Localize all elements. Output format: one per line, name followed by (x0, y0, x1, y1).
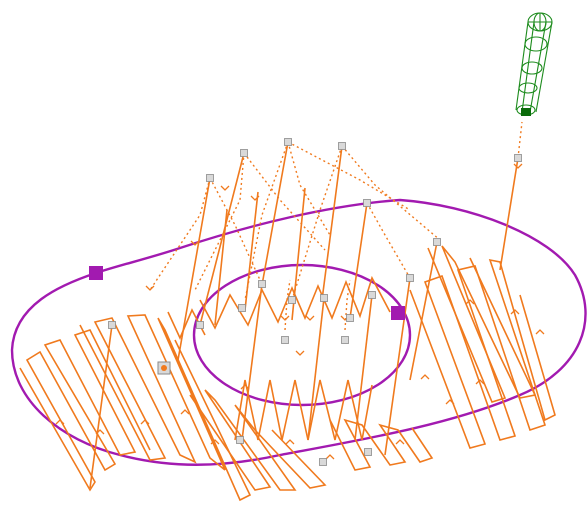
plunge-line[interactable] (349, 202, 368, 319)
rapid-move-path[interactable] (194, 152, 245, 291)
point-marker-icon[interactable] (108, 321, 116, 329)
zigzag-pass-left-outer[interactable] (19, 329, 151, 492)
zigzag-pass-right-upper[interactable] (427, 245, 537, 403)
point-marker-icon[interactable] (258, 280, 266, 288)
boundary-marker-layer (89, 266, 405, 320)
point-marker-icon[interactable] (319, 458, 327, 466)
zigzag-toolpath-layer (19, 245, 556, 502)
arrow-chevron-icon (325, 454, 335, 460)
plunge-line[interactable] (409, 241, 438, 381)
arrow-chevron-icon (210, 439, 220, 445)
plunge-line[interactable] (261, 141, 289, 286)
point-marker-icon[interactable] (196, 321, 204, 329)
plunge-line[interactable] (177, 177, 211, 361)
plunge-line[interactable] (384, 277, 411, 456)
point-marker-icon[interactable] (236, 436, 244, 444)
plunge-line[interactable] (241, 283, 263, 441)
square-marker-icon[interactable] (391, 306, 405, 320)
arrow-chevron-icon (180, 409, 190, 415)
rapid-move-path[interactable] (287, 141, 331, 236)
arrow-chevron-icon (250, 195, 260, 201)
point-marker-icon[interactable] (320, 294, 328, 302)
zigzag-pass-left-inner[interactable] (79, 314, 252, 502)
square-marker-icon[interactable] (89, 266, 103, 280)
zigzag-pass-right[interactable] (409, 258, 556, 449)
point-marker-icon[interactable] (281, 336, 289, 344)
arrow-chevron-icon (280, 315, 290, 321)
rapid-move-layer (149, 121, 523, 331)
point-marker-icon[interactable] (514, 154, 522, 162)
arrow-chevron-icon (445, 399, 455, 405)
rapid-move-path[interactable] (517, 121, 523, 159)
plunge-line[interactable] (199, 152, 245, 326)
point-marker-icon[interactable] (346, 314, 354, 322)
arrow-chevron-icon (305, 315, 315, 321)
arrow-chevron-icon (395, 439, 405, 445)
plunge-line[interactable] (244, 191, 259, 311)
zigzag-pass-center-upper[interactable] (199, 275, 391, 330)
arrow-chevron-icon (145, 285, 155, 291)
arrow-chevron-icon (513, 163, 523, 169)
arrow-chevron-icon (475, 379, 485, 385)
plunge-line[interactable] (499, 157, 519, 271)
entry-point-marker[interactable] (157, 361, 171, 375)
point-marker-icon[interactable] (206, 174, 214, 182)
arrow-chevron-icon (95, 429, 105, 435)
arrow-chevron-icon (535, 329, 545, 335)
point-marker-icon[interactable] (338, 142, 346, 150)
zigzag-pass-bottom-right[interactable] (329, 418, 434, 471)
arrow-chevron-icon (140, 419, 150, 425)
cutter-tool-icon[interactable] (515, 12, 553, 116)
plunge-line[interactable] (89, 324, 113, 489)
boundary-layer (10, 198, 587, 466)
rapid-move-path[interactable] (341, 145, 441, 241)
plunge-line[interactable] (307, 297, 325, 441)
rapid-move-path[interactable] (291, 145, 343, 301)
point-marker-icon[interactable] (433, 238, 441, 246)
point-marker-icon[interactable] (238, 304, 246, 312)
point-marker-icon[interactable] (341, 336, 349, 344)
arrow-chevron-icon (295, 350, 305, 356)
rapid-move-path[interactable] (366, 202, 411, 279)
arrow-chevron-icon (55, 419, 65, 425)
arrow-chevron-icon (240, 384, 250, 390)
point-marker-icon[interactable] (288, 296, 296, 304)
direction-arrow-layer (55, 163, 545, 460)
rapid-move-path[interactable] (209, 177, 261, 281)
point-marker-icon[interactable] (240, 149, 248, 157)
arrow-chevron-icon (220, 185, 230, 191)
rapid-move-path[interactable] (244, 141, 289, 301)
point-marker-icon[interactable] (406, 274, 414, 282)
plunge-line[interactable] (354, 294, 373, 441)
point-marker-icon[interactable] (364, 448, 372, 456)
node-marker-layer (108, 138, 522, 466)
rapid-move-path[interactable] (287, 141, 411, 211)
zigzag-pass-center-bottom[interactable] (234, 379, 373, 441)
zigzag-pass-bottom[interactable] (189, 389, 327, 491)
inner-boundary-ellipse[interactable] (192, 263, 412, 407)
point-marker-icon[interactable] (368, 291, 376, 299)
rapid-move-path[interactable] (149, 177, 211, 291)
arrow-chevron-icon (190, 240, 200, 246)
outer-boundary-curve[interactable] (10, 198, 587, 466)
plunge-line-layer (89, 141, 519, 489)
plunge-line[interactable] (321, 145, 343, 301)
point-marker-icon[interactable] (363, 199, 371, 207)
plunge-line[interactable] (214, 209, 228, 326)
arrow-chevron-icon (510, 309, 520, 315)
arrow-chevron-icon (465, 299, 475, 305)
arrow-chevron-icon (420, 374, 430, 380)
point-marker-icon[interactable] (284, 138, 292, 146)
arrow-chevron-icon (285, 439, 295, 445)
